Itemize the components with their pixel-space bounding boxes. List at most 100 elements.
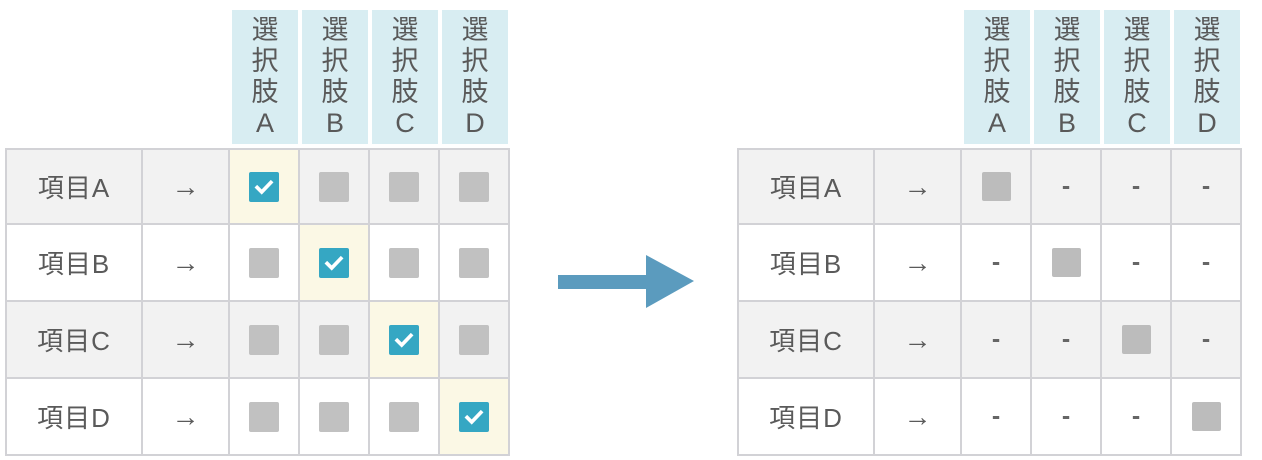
dash-placeholder: - [1131,402,1141,430]
choice-cell-r4c2[interactable]: - [300,379,370,456]
right-arrow-glyph: → [171,400,200,432]
choice-cell-r2c2[interactable]: - [1032,225,1102,302]
row-arrow-cell: → [875,225,962,302]
col-header-choice-c: 選択肢C [372,10,438,144]
row-label-item-b: 項目B [737,225,875,302]
col-header-choice-c: 選択肢C [1104,10,1170,144]
choice-cell-r1c4[interactable]: - [440,148,510,225]
checkbox-icon [1121,325,1151,354]
row-arrow-cell: → [875,148,962,225]
transition-arrow-head [646,255,694,308]
choice-cell-r4c4[interactable]: - [440,379,510,456]
dash-placeholder: - [1201,172,1211,200]
choice-cell-r2c1[interactable]: - [230,225,300,302]
after-matrix-table: 選択肢A 選択肢B 選択肢C 選択肢D 項目A → - - - - [737,10,1242,456]
dash-placeholder: - [1201,248,1211,276]
col-header-label: 選択肢B [1053,14,1081,139]
right-arrow-glyph: → [171,323,200,355]
col-header-choice-b: 選択肢B [302,10,368,144]
dash-placeholder: - [1061,172,1071,200]
right-arrow-glyph: → [903,323,932,355]
checkbox-icon [319,171,349,202]
dash-placeholder: - [991,248,1001,276]
dash-placeholder: - [1201,325,1211,353]
header-spacer [5,10,230,148]
col-header-label: 選択肢B [321,14,349,139]
col-header-choice-d: 選択肢D [1174,10,1240,144]
row-label-item-d: 項目D [5,379,143,456]
dash-placeholder: - [991,325,1001,353]
row-arrow-cell: → [143,379,230,456]
choice-cell-r1c3: - [1102,148,1172,225]
col-header-choice-a: 選択肢A [232,10,298,144]
choice-cell-r1c3[interactable]: - [370,148,440,225]
choice-cell-r2c2[interactable]: - [300,225,370,302]
right-arrow-glyph: → [171,246,200,278]
col-header-choice-a: 選択肢A [964,10,1030,144]
row-arrow-cell: → [143,225,230,302]
dash-placeholder: - [1061,402,1071,430]
choice-cell-r3c4[interactable]: - [440,302,510,379]
check-icon [254,179,274,195]
right-arrow-glyph: → [171,170,200,202]
transition-arrow-shaft [558,275,648,289]
dash-placeholder: - [1131,248,1141,276]
row-label-item-d: 項目D [737,379,875,456]
col-header-label: 選択肢D [461,14,489,139]
choice-cell-r3c4: - [1172,302,1242,379]
choice-cell-r3c3[interactable]: - [1102,302,1172,379]
checkbox-icon [459,401,489,432]
choice-cell-r4c1[interactable]: - [230,379,300,456]
row-arrow-cell: → [875,302,962,379]
checkbox-icon [981,172,1011,201]
checkbox-icon [319,247,349,278]
choice-cell-r3c1: - [962,302,1032,379]
right-arrow-glyph: → [903,170,932,202]
checkbox-icon [249,171,279,202]
choice-cell-r4c4[interactable]: - [1172,379,1242,456]
choice-cell-r3c3[interactable]: - [370,302,440,379]
col-header-label: 選択肢A [251,14,279,139]
choice-cell-r3c2: - [1032,302,1102,379]
choice-cell-r1c4: - [1172,148,1242,225]
col-header-choice-d: 選択肢D [442,10,508,144]
choice-cell-r3c2[interactable]: - [300,302,370,379]
checkbox-icon [389,324,419,355]
col-header-label: 選択肢A [983,14,1011,139]
checkbox-icon [319,401,349,432]
right-arrow-glyph: → [903,246,932,278]
check-icon [464,409,484,425]
check-icon [324,255,344,271]
checkbox-icon [389,401,419,432]
checkbox-icon [389,247,419,278]
col-header-label: 選択肢C [1123,14,1151,139]
choice-cell-r2c4: - [1172,225,1242,302]
choice-cell-r4c3[interactable]: - [370,379,440,456]
choice-cell-r1c2[interactable]: - [300,148,370,225]
choice-cell-r2c3: - [1102,225,1172,302]
checkbox-icon [459,324,489,355]
row-label-item-a: 項目A [737,148,875,225]
header-spacer [737,10,962,148]
row-label-item-c: 項目C [737,302,875,379]
checkbox-icon [459,247,489,278]
checkbox-icon [389,171,419,202]
choice-cell-r1c2: - [1032,148,1102,225]
col-header-choice-b: 選択肢B [1034,10,1100,144]
choice-cell-r4c2: - [1032,379,1102,456]
checkbox-icon [1191,402,1221,431]
row-label-item-b: 項目B [5,225,143,302]
checkbox-icon [249,247,279,278]
dash-placeholder: - [1061,325,1071,353]
before-matrix-table: 選択肢A 選択肢B 選択肢C 選択肢D 項目A → - - - - [5,10,510,456]
dash-placeholder: - [1131,172,1141,200]
choice-cell-r1c1[interactable]: - [230,148,300,225]
choice-cell-r1c1[interactable]: - [962,148,1032,225]
checkbox-icon [249,324,279,355]
choice-cell-r3c1[interactable]: - [230,302,300,379]
checkbox-icon [1051,248,1081,277]
choice-cell-r2c3[interactable]: - [370,225,440,302]
choice-cell-r4c1: - [962,379,1032,456]
choice-cell-r2c4[interactable]: - [440,225,510,302]
